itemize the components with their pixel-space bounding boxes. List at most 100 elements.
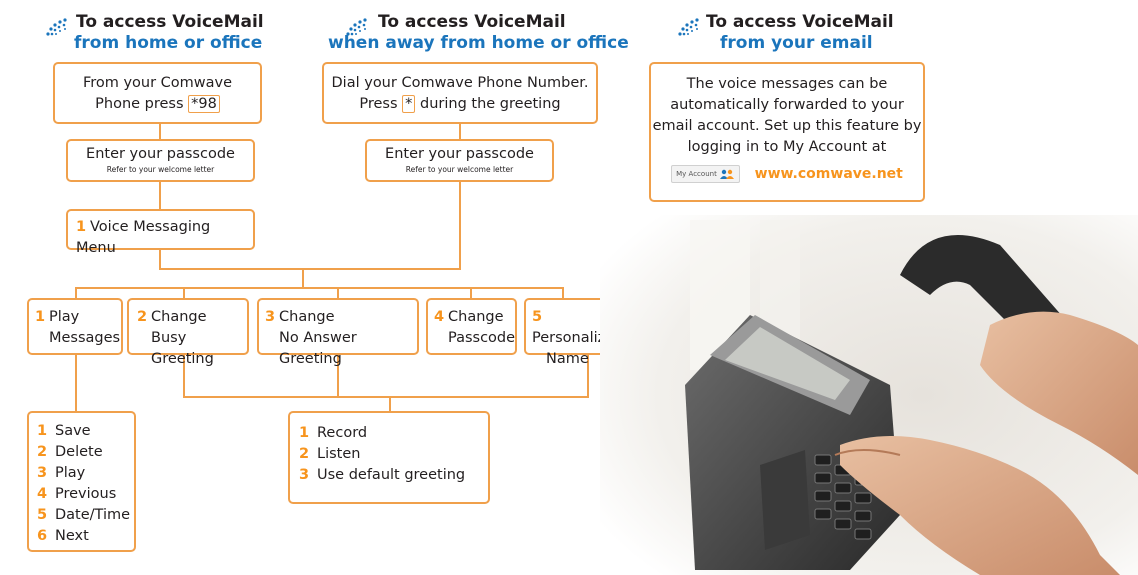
submenu-label: Listen [317,446,361,462]
option-label-line1: Change [279,309,335,325]
submenu-number: 3 [37,465,48,481]
my-account-button[interactable]: My Account [671,165,741,183]
submenu-item: 4 Previous [37,484,134,505]
away-greeting-text: during the greeting [420,96,561,112]
desk-phone-illustration [600,215,1138,575]
my-account-label: My Account [676,170,717,178]
connector-line [159,268,461,270]
comwave-logo-icon [678,18,699,36]
connector-line [183,396,589,398]
connector-line [159,123,161,140]
option-number: 3 [265,309,276,325]
connector-line [337,355,339,397]
connector-line [562,287,564,299]
submenu-label: Save [55,423,91,439]
header-home: To access VoiceMail from home or office [40,12,264,54]
home-access-box: From your Comwave Phone press *98 [53,62,262,124]
menu-label: Voice Messaging Menu [76,219,211,256]
passcode-title: Enter your passcode [385,146,534,162]
option-label-line2: Name [546,351,589,367]
away-access-line2: Press * during the greeting [324,94,596,115]
home-access-press: Phone press [95,96,184,112]
email-login-row: My Account www.comwave.net [651,164,923,185]
email-text-line: email account. Set up this feature by [652,118,922,134]
header-away: To access VoiceMail when away from home … [328,12,629,54]
greeting-submenu: 1 Record 2 Listen 3 Use default greeting [288,411,490,504]
home-access-line2: Phone press *98 [55,94,260,115]
connector-line [75,287,564,289]
submenu-item: 3 Use default greeting [299,465,488,486]
submenu-number: 4 [37,486,48,502]
submenu-number: 3 [299,467,310,483]
connector-line [459,123,461,140]
email-text-line: automatically forwarded to your [670,97,904,113]
passcode-box-away: Enter your passcode Refer to your welcom… [365,139,554,182]
option-label-line2: Busy Greeting [151,330,214,367]
submenu-label: Play [55,465,86,481]
option-number: 1 [35,309,46,325]
header-subtitle: from your email [720,33,873,53]
option-label-line1: Play [49,309,80,325]
email-access-box: The voice messages can be automatically … [649,62,925,202]
header-subtitle: from home or office [74,33,263,53]
users-icon [720,169,735,179]
submenu-label: Delete [55,444,103,460]
email-text-line: The voice messages can be [686,76,888,92]
away-access-box: Dial your Comwave Phone Number. Press * … [322,62,598,124]
submenu-item: 2 Delete [37,442,134,463]
submenu-item: 2 Listen [299,444,488,465]
passcode-note: Refer to your welcome letter [106,165,215,174]
connector-line [337,287,339,299]
menu-number: 1 [76,219,87,235]
submenu-number: 2 [299,446,310,462]
submenu-item: 1 Record [299,423,488,444]
header-subtitle: when away from home or office [328,33,629,53]
email-text-line: logging in to My Account at [687,139,887,155]
connector-line [75,355,77,412]
passcode-title: Enter your passcode [86,146,235,162]
comwave-url-link[interactable]: www.comwave.net [754,166,903,182]
option-label-line2: Messages [49,330,121,346]
comwave-logo-icon [346,18,367,36]
option-label-line2: No Answer Greeting [279,330,357,367]
submenu-label: Previous [55,486,117,502]
connector-line [302,268,304,289]
connector-line [470,287,472,299]
option-label-line1: Change [151,309,207,325]
option-number: 5 [532,309,543,325]
comwave-logo-icon [46,18,67,36]
connector-line [587,355,589,397]
option-number: 4 [434,309,445,325]
header-email: To access VoiceMail from your email [672,12,902,54]
away-press-text: Press [359,96,398,112]
passcode-note: Refer to your welcome letter [405,165,514,174]
away-access-line1: Dial your Comwave Phone Number. [331,75,589,91]
submenu-item: 1 Save [37,421,134,442]
connector-line [389,396,391,412]
option-number: 2 [137,309,148,325]
header-title: To access VoiceMail [706,12,894,32]
connector-line [159,181,161,209]
submenu-number: 6 [37,528,48,544]
option-label-line1: Change [448,309,504,325]
submenu-label: Next [55,528,89,544]
star-key: * [402,95,416,113]
option-label-line1: Personalize [532,330,615,346]
submenu-label: Use default greeting [317,467,466,483]
connector-line [183,355,185,397]
access-code-key: *98 [188,95,220,113]
home-access-line1: From your Comwave [82,75,233,91]
connector-line [159,249,161,270]
option-label-line2: Passcode [448,330,516,346]
passcode-box-home: Enter your passcode Refer to your welcom… [66,139,255,182]
submenu-number: 1 [299,425,310,441]
submenu-label: Record [317,425,368,441]
connector-line [459,181,461,270]
connector-line [75,287,77,299]
submenu-number: 1 [37,423,48,439]
submenu-number: 2 [37,444,48,460]
